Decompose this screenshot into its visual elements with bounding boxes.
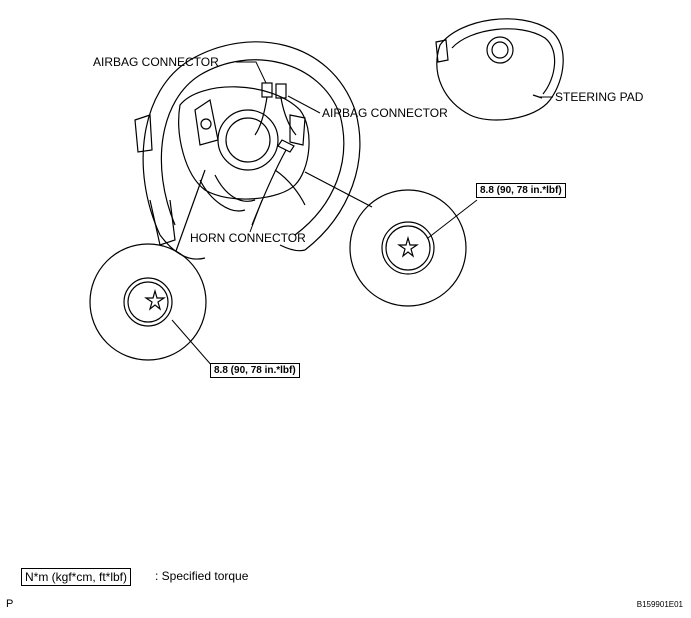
- steering-wheel: [134, 41, 361, 260]
- torque-spec-left: 8.8 (90, 78 in.*lbf): [210, 363, 300, 378]
- steering-pad: [435, 18, 564, 121]
- steering-pad-label: STEERING PAD: [555, 90, 644, 104]
- zoom-circle-left: [89, 169, 207, 361]
- figure-code: B159901E01: [636, 600, 683, 609]
- torque-unit-legend-box: N*m (kgf*cm, ft*lbf): [21, 568, 132, 586]
- torque-legend-description: : Specified torque: [155, 569, 249, 583]
- zoom-circle-right: [304, 171, 467, 307]
- airbag-connector-top-label: AIRBAG CONNECTOR: [93, 55, 219, 69]
- page-letter: P: [6, 598, 14, 610]
- airbag-connector-right-label: AIRBAG CONNECTOR: [322, 106, 448, 120]
- torque-spec-right: 8.8 (90, 78 in.*lbf): [476, 183, 566, 198]
- leader-lines: [171, 61, 553, 368]
- horn-connector-label: HORN CONNECTOR: [190, 231, 306, 245]
